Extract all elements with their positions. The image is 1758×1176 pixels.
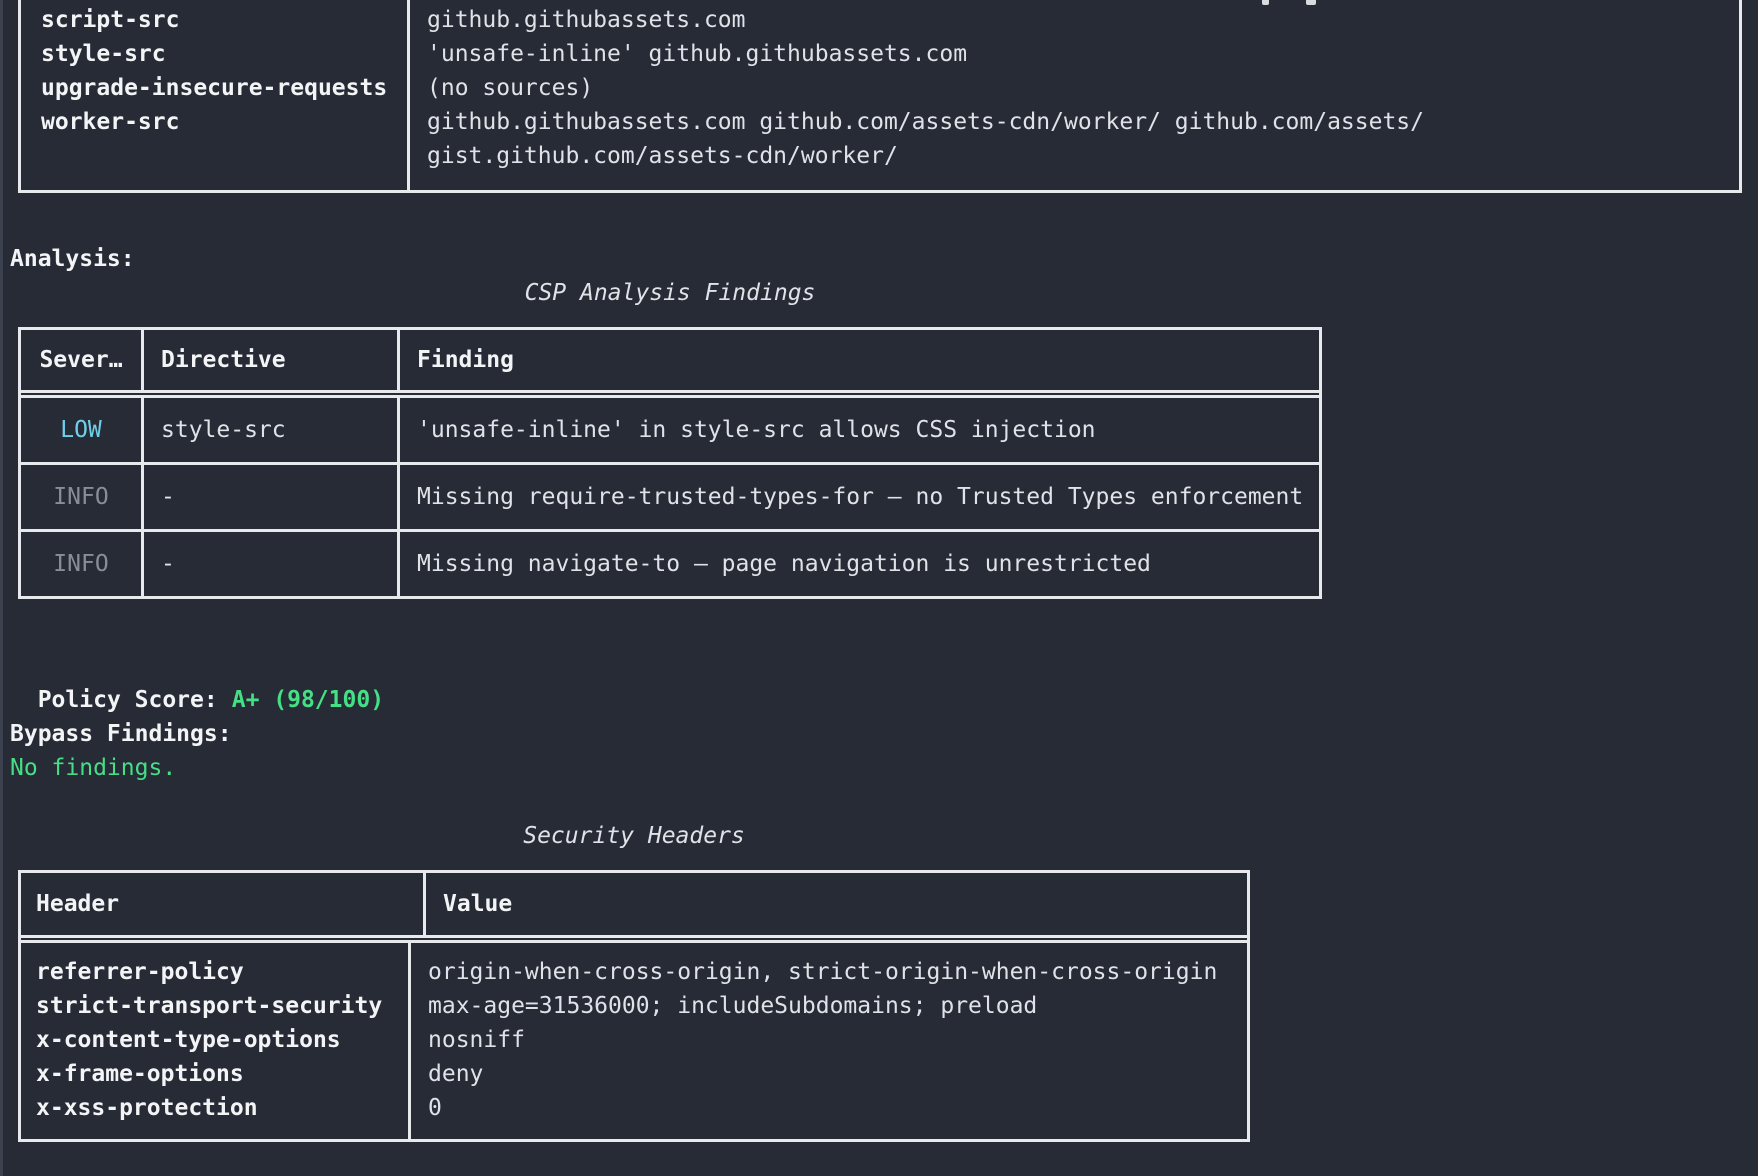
column-divider [141,398,144,462]
policy-score-value: A+ (98/100) [231,687,385,713]
severity-badge: LOW [60,417,102,443]
header-name-cell: x-content-type-options [36,1027,341,1053]
directive-cell [21,139,407,173]
finding-column-header: Finding [417,347,514,373]
security-header-name-column: referrer-policy strict-transport-securit… [21,943,408,1139]
window-left-edge [0,0,3,1176]
column-divider [141,330,144,390]
value-cell: gist.github.com/assets-cdn/worker/ [427,143,898,169]
csp-findings-table: Sever… Directive Finding LOW style-src '… [18,327,1322,599]
header-value-cell: nosniff [428,1027,525,1053]
table-row: INFO - Missing navigate-to — page naviga… [21,532,1319,596]
value-cell: 'unsafe-inline' github.githubassets.com [427,41,968,67]
directive-cell: style-src [161,417,286,443]
header-separator [21,393,1319,398]
column-divider [408,943,411,1139]
finding-cell: 'unsafe-inline' in style-src allows CSS … [417,417,1096,443]
csp-directive-column: script-src style-src upgrade-insecure-re… [21,0,407,190]
header-name-cell: strict-transport-security [36,993,383,1019]
severity-badge: INFO [53,551,109,577]
column-divider [407,0,410,190]
csp-value-column: github.githubassets.com 'unsafe-inline' … [410,0,1739,190]
clipped-text-fragment [1262,0,1269,5]
header-value-cell: max-age=31536000; includeSubdomains; pre… [428,993,1038,1019]
directive-cell: upgrade-insecure-requests [41,75,388,101]
table-row: INFO - Missing require-trusted-types-for… [21,465,1319,532]
policy-score-line: Policy Score: A+ (98/100) [10,649,384,713]
findings-table-title: CSP Analysis Findings [524,280,816,306]
bypass-findings-label: Bypass Findings: [10,721,232,747]
directive-cell: style-src [41,41,166,67]
value-cell: github.githubassets.com [427,7,746,33]
directive-cell: - [161,551,175,577]
finding-cell: Missing navigate-to — page navigation is… [417,551,1151,577]
header-column-header: Header [36,891,120,917]
security-header-value-column: origin-when-cross-origin, strict-origin-… [411,943,1247,1139]
header-value-cell: deny [428,1061,484,1087]
analysis-label: Analysis: [10,246,135,272]
severity-badge: INFO [53,484,109,510]
header-name-cell: x-xss-protection [36,1095,258,1121]
value-cell: (no sources) [427,75,594,101]
directive-cell: - [161,484,175,510]
value-column-header: Value [443,891,513,917]
column-divider [397,532,400,596]
header-value-cell: origin-when-cross-origin, strict-origin-… [428,959,1218,985]
finding-cell: Missing require-trusted-types-for — no T… [417,484,1304,510]
column-divider [397,330,400,390]
column-divider [141,532,144,596]
header-name-cell: referrer-policy [36,959,244,985]
header-value-cell: 0 [428,1095,442,1121]
header-name-cell: x-frame-options [36,1061,244,1087]
directive-cell: worker-src [41,109,180,135]
header-separator [21,938,1247,943]
security-header-row: Header Value [21,873,1247,938]
directive-column-header: Directive [161,347,286,373]
bypass-findings-value: No findings. [10,755,177,781]
value-cell: github.githubassets.com github.com/asset… [427,109,1424,135]
clipped-text-fragment [1306,0,1316,5]
directive-cell: script-src [41,7,180,33]
security-headers-table: Header Value referrer-policy strict-tran… [18,870,1250,1142]
policy-score-label: Policy Score: [37,687,218,713]
findings-header-row: Sever… Directive Finding [21,330,1319,393]
severity-column-header: Sever… [39,347,123,373]
column-divider [423,873,426,935]
column-divider [397,465,400,529]
csp-directives-table: script-src style-src upgrade-insecure-re… [18,0,1742,193]
table-row: LOW style-src 'unsafe-inline' in style-s… [21,398,1319,465]
column-divider [397,398,400,462]
column-divider [141,465,144,529]
security-table-body: referrer-policy strict-transport-securit… [21,943,1247,1139]
security-headers-title: Security Headers [523,823,745,849]
